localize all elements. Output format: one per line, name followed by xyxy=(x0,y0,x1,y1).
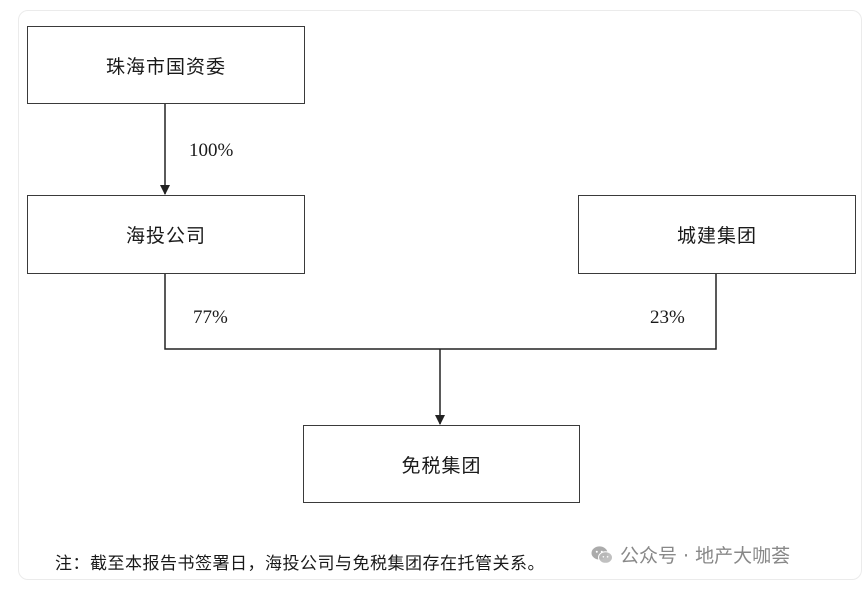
wechat-icon xyxy=(591,545,613,564)
line-chengjian-to-junction xyxy=(440,272,717,350)
node-haitou: 海投公司 xyxy=(27,195,305,274)
node-sasac-label: 珠海市国资委 xyxy=(105,55,226,78)
edge-label-23: 23% xyxy=(650,307,685,328)
node-dutyfree: 免税集团 xyxy=(303,425,580,503)
edge-label-100: 100% xyxy=(189,140,234,161)
node-dutyfree-label: 免税集团 xyxy=(401,454,482,477)
node-sasac: 珠海市国资委 xyxy=(27,26,305,104)
line-haitou-to-junction xyxy=(164,272,440,350)
node-chengjian-label: 城建集团 xyxy=(676,225,757,247)
node-haitou-label: 海投公司 xyxy=(125,225,206,247)
edge-label-77: 77% xyxy=(193,307,228,328)
watermark: 公众号 · 地产大咖荟 xyxy=(590,541,790,568)
footnote: 注：截至本报告书签署日，海投公司与免税集团存在托管关系。 xyxy=(55,554,545,574)
watermark-text: 公众号 · 地产大咖荟 xyxy=(620,545,791,567)
node-chengjian: 城建集团 xyxy=(578,195,856,274)
